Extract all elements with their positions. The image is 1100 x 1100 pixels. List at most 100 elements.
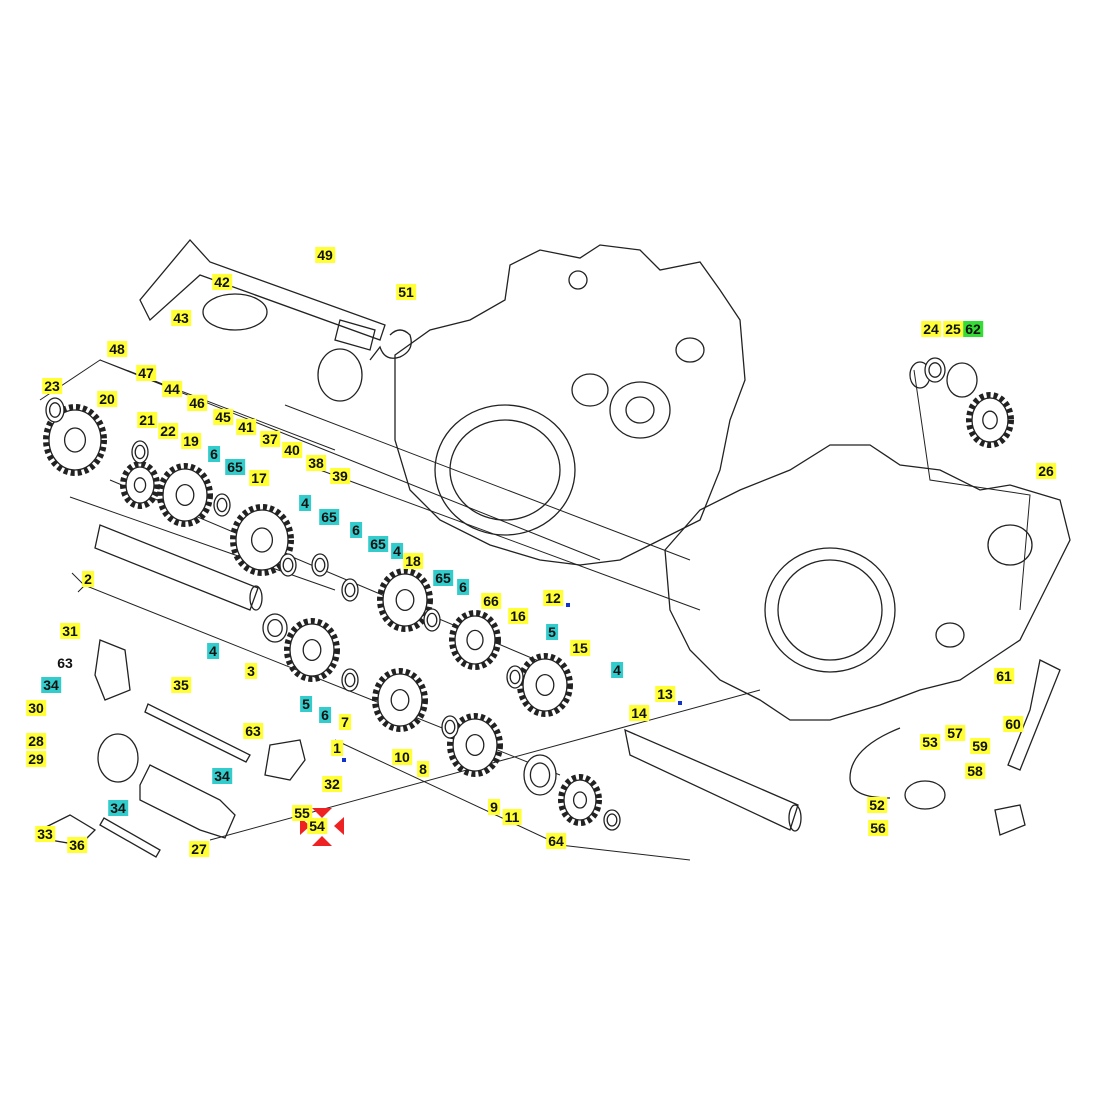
part-label-62: 62 bbox=[963, 321, 983, 337]
part-label-11: 11 bbox=[502, 809, 522, 825]
part-label-6: 6 bbox=[457, 579, 469, 595]
part-label-46: 46 bbox=[187, 395, 207, 411]
part-label-31: 31 bbox=[60, 623, 80, 639]
main-shaft bbox=[94, 524, 259, 611]
part-label-52: 52 bbox=[867, 797, 887, 813]
part-label-57: 57 bbox=[945, 725, 965, 741]
part-label-16: 16 bbox=[508, 608, 528, 624]
part-label-7: 7 bbox=[339, 714, 351, 730]
gear-hub bbox=[465, 733, 485, 757]
gear-icon bbox=[372, 668, 428, 732]
part-label-53: 53 bbox=[920, 734, 940, 750]
ring-hole bbox=[282, 557, 294, 573]
gear-icon bbox=[43, 404, 107, 476]
part-label-19: 19 bbox=[181, 433, 201, 449]
part-label-39: 39 bbox=[330, 468, 350, 484]
gear-hub bbox=[395, 588, 415, 612]
crankcase-right-half bbox=[664, 444, 1071, 721]
part-label-65: 65 bbox=[433, 570, 453, 586]
counter-shaft bbox=[624, 728, 799, 831]
part-label-34: 34 bbox=[41, 677, 61, 693]
gear-hub bbox=[466, 629, 484, 651]
ring-hole bbox=[606, 813, 618, 827]
part-label-51: 51 bbox=[396, 284, 416, 300]
part-label-6: 6 bbox=[319, 707, 331, 723]
gear-hub bbox=[175, 483, 195, 507]
part-label-6: 6 bbox=[350, 522, 362, 538]
ring-hole bbox=[444, 719, 456, 735]
part-label-9: 9 bbox=[488, 799, 500, 815]
gear-hub bbox=[133, 477, 147, 493]
part-label-48: 48 bbox=[107, 341, 127, 357]
part-label-65: 65 bbox=[225, 459, 245, 475]
part-label-17: 17 bbox=[249, 470, 269, 486]
shift-fork-31 bbox=[94, 639, 131, 701]
part-label-63: 63 bbox=[243, 723, 263, 739]
part-label-29: 29 bbox=[26, 751, 46, 767]
part-label-26: 26 bbox=[1036, 463, 1056, 479]
shift-shaft bbox=[139, 239, 386, 341]
shift-rod-35 bbox=[144, 703, 251, 763]
ring-hole bbox=[267, 618, 283, 638]
part-label-40: 40 bbox=[282, 442, 302, 458]
part-label-20: 20 bbox=[97, 391, 117, 407]
part-label-56: 56 bbox=[868, 820, 888, 836]
part-label-8: 8 bbox=[417, 761, 429, 777]
gear-hub bbox=[390, 688, 410, 712]
part-label-32: 32 bbox=[322, 776, 342, 792]
part-label-60: 60 bbox=[1003, 716, 1023, 732]
part-label-41: 41 bbox=[236, 419, 256, 435]
ring-hole bbox=[48, 402, 62, 418]
part-label-4: 4 bbox=[611, 662, 623, 678]
part-label-43: 43 bbox=[171, 310, 191, 326]
gear-icon bbox=[230, 504, 294, 576]
part-label-33: 33 bbox=[35, 826, 55, 842]
part-label-34: 34 bbox=[108, 800, 128, 816]
part-label-28: 28 bbox=[26, 733, 46, 749]
part-label-58: 58 bbox=[965, 763, 985, 779]
part-label-45: 45 bbox=[213, 409, 233, 425]
gear-icon bbox=[966, 392, 1014, 448]
part-label-44: 44 bbox=[162, 381, 182, 397]
ring-hole bbox=[344, 582, 356, 598]
part-label-5: 5 bbox=[300, 696, 312, 712]
gear-hub bbox=[250, 527, 274, 553]
gear-hub bbox=[535, 673, 555, 697]
part-label-55: 55 bbox=[292, 805, 312, 821]
part-label-38: 38 bbox=[306, 455, 326, 471]
part-label-5: 5 bbox=[546, 624, 558, 640]
part-label-59: 59 bbox=[970, 738, 990, 754]
part-label-15: 15 bbox=[570, 640, 590, 656]
part-label-54: 54 bbox=[307, 818, 327, 834]
gear-hub bbox=[572, 791, 588, 809]
ring-hole bbox=[216, 497, 228, 513]
part-label-47: 47 bbox=[136, 365, 156, 381]
part-label-3: 3 bbox=[245, 663, 257, 679]
part-label-27: 27 bbox=[189, 841, 209, 857]
part-label-21: 21 bbox=[137, 412, 157, 428]
ring-hole bbox=[928, 362, 942, 378]
ring-hole bbox=[426, 612, 438, 628]
part-label-49: 49 bbox=[315, 247, 335, 263]
part-label-37: 37 bbox=[260, 431, 280, 447]
part-label-4: 4 bbox=[207, 643, 219, 659]
part-label-63: 63 bbox=[57, 655, 73, 671]
part-label-14: 14 bbox=[629, 705, 649, 721]
part-label-61: 61 bbox=[994, 668, 1014, 684]
part-label-4: 4 bbox=[299, 495, 311, 511]
part-label-25: 25 bbox=[943, 321, 963, 337]
shift-fork-32 bbox=[264, 739, 306, 781]
gear-icon bbox=[447, 713, 503, 777]
part-label-22: 22 bbox=[158, 423, 178, 439]
part-label-10: 10 bbox=[392, 749, 412, 765]
part-label-30: 30 bbox=[26, 700, 46, 716]
gear-icon bbox=[377, 568, 433, 632]
ring-hole bbox=[509, 669, 521, 685]
part-label-1: 1 bbox=[331, 740, 343, 756]
part-label-42: 42 bbox=[212, 274, 232, 290]
gear-icon bbox=[120, 461, 160, 509]
part-label-65: 65 bbox=[319, 509, 339, 525]
part-label-4: 4 bbox=[391, 543, 403, 559]
